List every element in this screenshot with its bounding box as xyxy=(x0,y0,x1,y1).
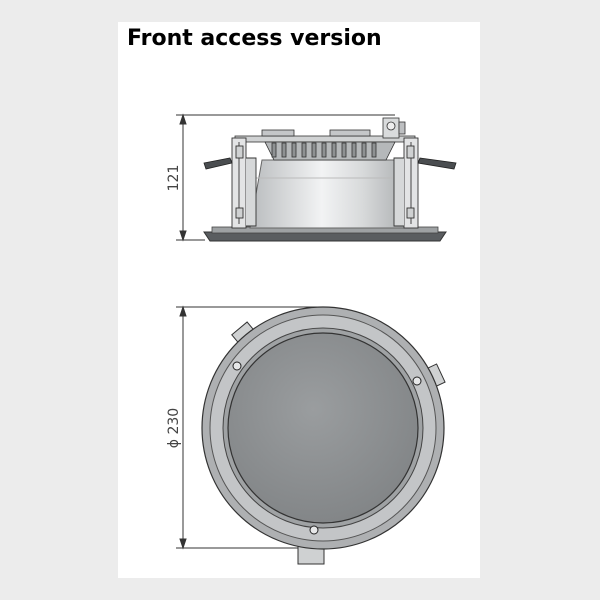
front-view: ϕ 230 xyxy=(166,305,446,565)
connector-block xyxy=(382,117,406,139)
page-title: Front access version xyxy=(127,26,382,51)
right-mounting-bracket xyxy=(393,137,419,229)
height-dimension xyxy=(176,113,395,242)
height-dimension-label: 121 xyxy=(166,165,182,192)
left-spring-clip xyxy=(203,157,233,170)
right-spring-clip xyxy=(417,157,457,170)
lens xyxy=(227,332,419,524)
reflector-bowl xyxy=(249,159,411,229)
screw-icon xyxy=(232,361,242,371)
side-view: 121 xyxy=(166,113,457,242)
screw-icon xyxy=(412,376,422,386)
left-mounting-bracket xyxy=(231,137,257,229)
screw-icon xyxy=(309,525,319,535)
diameter-dimension-label: ϕ 230 xyxy=(166,408,182,448)
heatsink xyxy=(234,129,416,161)
bezel-screws xyxy=(232,361,422,535)
